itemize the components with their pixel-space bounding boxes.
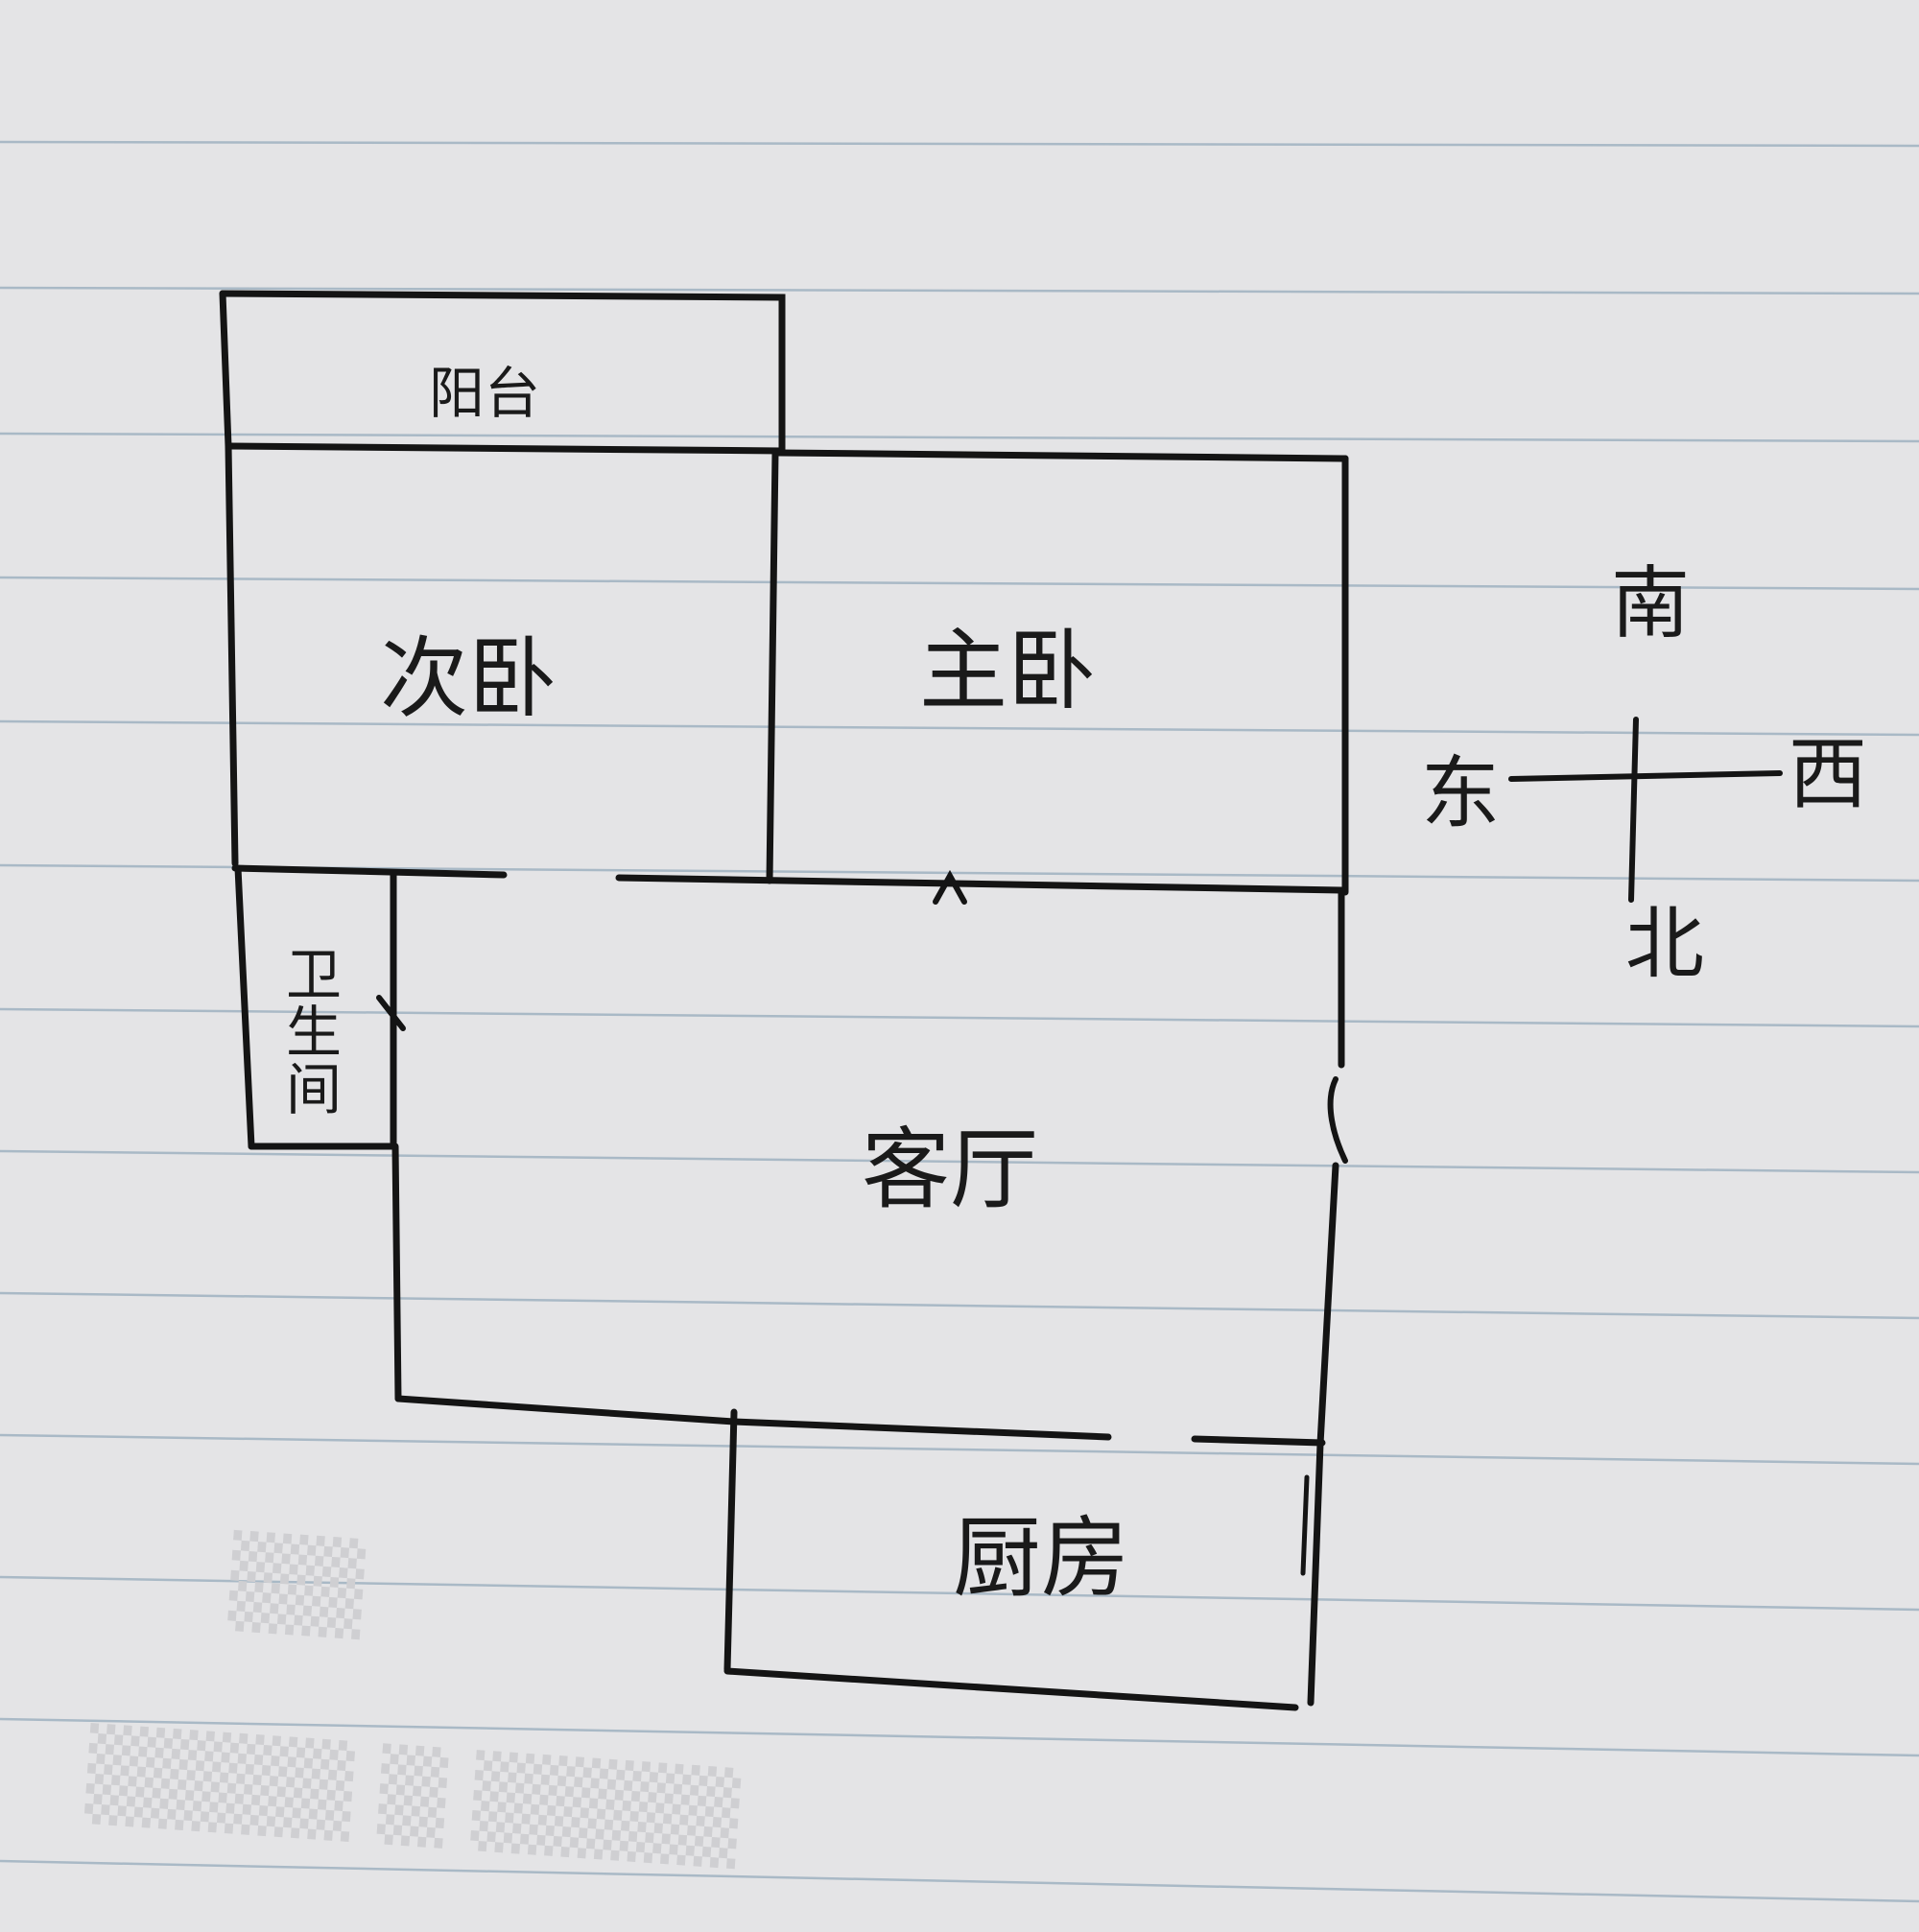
master-bedroom-bottom-wall (615, 874, 1345, 894)
living-room-south-wall-c (1191, 1435, 1326, 1447)
compass-horizontal-line (1508, 770, 1783, 782)
balcony-left-wall (219, 290, 232, 450)
secondary-bedroom-bottom-wall (231, 864, 508, 879)
bathroom-door-mark (376, 995, 406, 1031)
master-bedroom-top-wall (773, 449, 1349, 462)
room-label-bathroom: 卫生间 (276, 945, 342, 1118)
compass-cross (1508, 717, 1783, 903)
bleed-through-marks: ▒▒ (226, 1530, 367, 1640)
room-label-kitchen: 厨房 (952, 1507, 1130, 1610)
west-exterior-wall (225, 442, 239, 867)
room-label-master-bedroom: 主卧 (918, 620, 1097, 722)
living-room-south-wall-b (730, 1418, 1112, 1441)
kitchen-east-wall (1307, 1440, 1324, 1707)
kitchen-west-wall (723, 1408, 738, 1673)
living-room-east-wall-lower (1316, 1162, 1339, 1448)
room-label-secondary-bedroom: 次卧 (379, 627, 557, 730)
balcony-bottom-wall (225, 442, 786, 455)
entrance-door-mark (1327, 1076, 1348, 1164)
room-label-balcony: 阳台 (428, 361, 541, 426)
bathroom-west-wall (234, 864, 255, 1150)
living-room-west-wall (391, 1143, 402, 1402)
compass-east-label: 东 (1420, 748, 1501, 839)
kitchen-door-mark (1300, 1474, 1310, 1576)
compass-west-label: 西 (1788, 729, 1868, 820)
room-label-living-room: 客厅 (861, 1119, 1039, 1221)
bedroom-divider-wall (766, 449, 779, 884)
living-room-south-wall-a (394, 1395, 738, 1425)
compass-north-label: 北 (1624, 899, 1705, 990)
master-bedroom-door-mark (933, 869, 967, 905)
compass-south-label: 南 (1610, 558, 1691, 649)
balcony-wall (219, 290, 786, 455)
floor-plan-walls (219, 290, 1349, 1711)
kitchen-south-wall (723, 1667, 1299, 1711)
compass-vertical-line (1628, 717, 1639, 903)
